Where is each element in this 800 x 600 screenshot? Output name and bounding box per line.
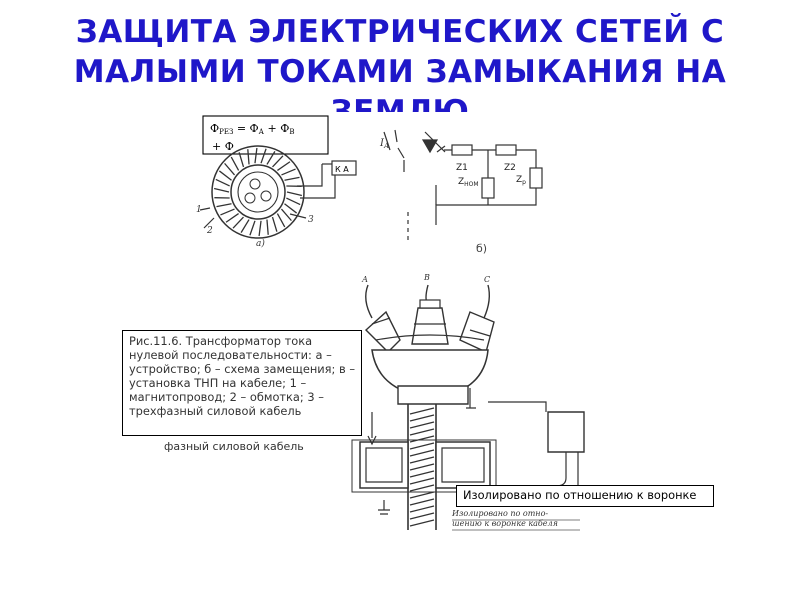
caption-text: Рис.11.6. Трансформатор тока нулевой пос… [129,334,356,418]
winding-turn [218,170,232,181]
formula-box [202,115,329,155]
z2-label: Z2 [504,163,516,173]
label-3: 3 [308,215,314,225]
insulated-text-line1: Изолировано по отно- [451,509,548,518]
title-line-3: ЗЕМЛЮ [330,94,470,112]
insulation-callout: Изолировано по отношению к воронке [456,485,714,507]
winding-hatching [213,147,303,237]
winding-turn [220,208,235,216]
current-label: IА [379,138,389,150]
winding-turn [215,178,230,187]
winding-turn [232,216,244,229]
flux-formula: ФРЕЗ = ФА + ФВ [210,122,294,136]
winding-turn [216,203,232,208]
winding-turn [276,213,286,228]
relay-ka-label: К А [335,165,349,174]
winding-turn [266,151,276,165]
winding-turn [271,216,278,232]
diagram-a-torus [199,115,357,239]
winding-turn [266,219,269,235]
cable-thread [409,463,435,471]
title-line-2: МАЛЫМИ ТОКАМИ ЗАМЫКАНИЯ НА [73,54,727,90]
z-r-label: Zр [516,175,526,186]
label-2: 2 [206,226,213,236]
cable-thread [409,421,435,429]
cable-thread [409,435,435,443]
winding-turn [225,213,239,223]
winding-turn [260,148,267,164]
cable-screw-hatching [409,407,435,527]
phase-c-label: С [484,275,490,284]
diagram-c-installation [351,284,585,530]
diagram-b-labels: IА Z1 ZНОМ Z2 Zр б) [379,138,526,255]
phase-b-label: В [423,273,430,282]
cable-thread [409,456,435,464]
z1-label: Z1 [456,163,468,173]
winding-turn [281,168,296,176]
cable-thread [409,498,435,506]
winding-turn [230,156,240,171]
cable-thread [409,519,435,527]
diagram-a-labels: ФРЕЗ = ФА + ФВ + Ф К А 1 2 3 а) [196,122,349,249]
insulated-text-line2: шению к воронке кабеля [452,519,558,528]
cable-thread [409,512,435,520]
winding-turn [249,220,256,236]
label-1: 1 [196,205,202,215]
callout-text: Изолировано по отношению к воронке [463,488,697,502]
winding-turn [284,176,300,181]
cable-thread [409,407,435,415]
fig-b-label: б) [476,242,487,255]
winding-turn [280,208,292,222]
relay-ka-box [331,160,357,176]
winding-turn [240,219,250,233]
winding-turn [258,220,262,237]
slide-title: ЗАЩИТА ЭЛЕКТРИЧЕСКИХ СЕТЕЙ С МАЛЫМИ ТОКА… [0,12,800,112]
winding-turn [254,147,258,164]
winding-turn [284,203,298,214]
winding-turn [286,197,301,206]
cable-thread [409,484,435,492]
cable-thread [409,442,435,450]
winding-turn [213,187,230,193]
cable-thread [409,477,435,485]
cable-thread [409,449,435,457]
cable-thread [409,414,435,422]
diagram-c-labels: А В С фазный силовой кабель Изолировано … [164,273,558,528]
cable-text-behind: фазный силовой кабель [164,440,304,453]
diagram-b-equivalent-circuit [383,129,543,240]
winding-turn [238,152,245,168]
winding-turn [224,162,236,176]
cable-thread [409,491,435,499]
fig-a-label: а) [256,238,265,249]
winding-turn [272,155,284,168]
cable-thread [409,470,435,478]
cable-thread [409,428,435,436]
figure-caption: Рис.11.6. Трансформатор тока нулевой пос… [122,330,362,436]
winding-turn [277,161,291,171]
flux-formula-line2: + Ф [212,140,234,153]
cable-thread [409,505,435,513]
title-line-1: ЗАЩИТА ЭЛЕКТРИЧЕСКИХ СЕТЕЙ С [75,14,725,50]
winding-turn [286,191,303,197]
winding-turn [247,149,250,165]
z-nom-label: ZНОМ [458,177,479,188]
phase-a-label: А [361,275,368,284]
